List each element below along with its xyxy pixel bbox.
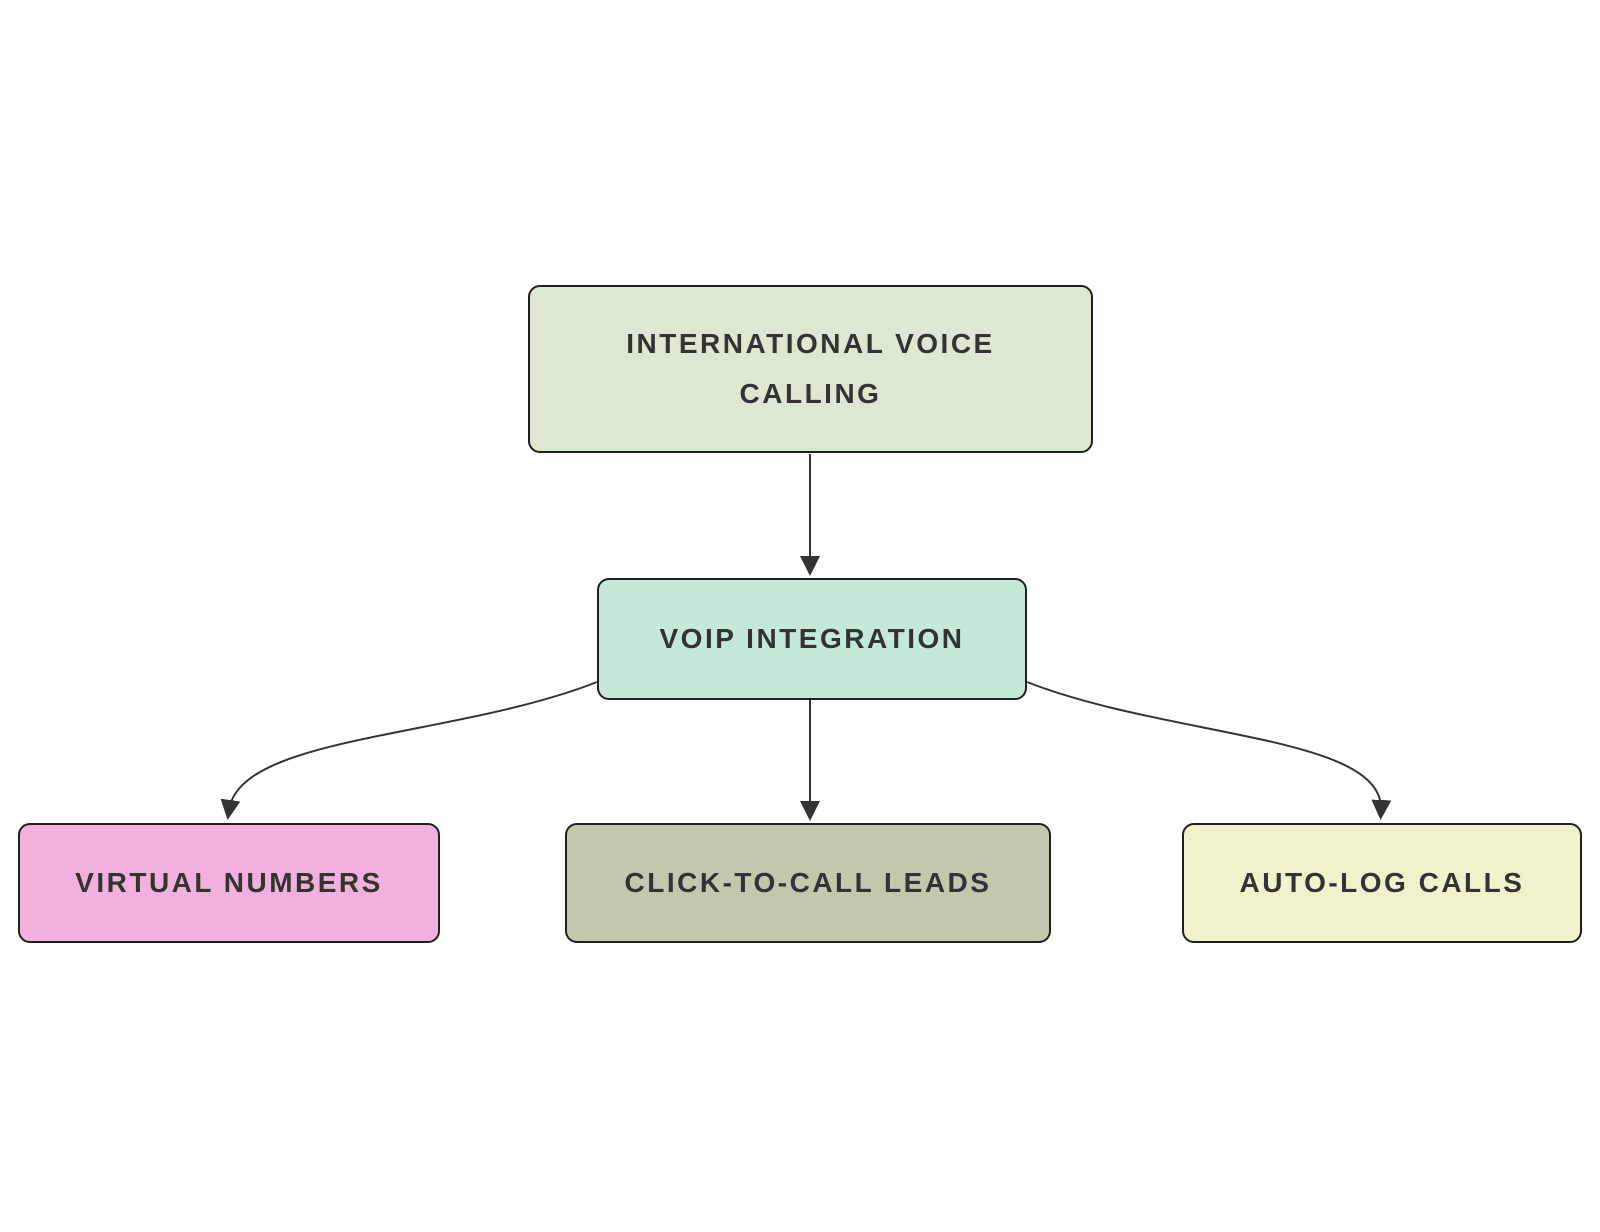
node-voip-integration-label: VOIP INTEGRATION xyxy=(659,623,965,654)
node-international-voice-calling-label: INTERNATIONAL VOICE CALLING xyxy=(626,328,995,409)
node-international-voice-calling: INTERNATIONAL VOICE CALLING xyxy=(528,285,1093,453)
node-virtual-numbers-label: VIRTUAL NUMBERS xyxy=(75,867,383,898)
node-auto-log-calls: AUTO-LOG CALLS xyxy=(1182,823,1582,943)
node-click-to-call-leads: CLICK-TO-CALL LEADS xyxy=(565,823,1051,943)
edge-voip-integration-to-auto-log-calls xyxy=(1026,681,1392,820)
node-virtual-numbers: VIRTUAL NUMBERS xyxy=(18,823,440,943)
edge-voip-integration-to-virtual-numbers xyxy=(220,681,598,820)
node-click-to-call-leads-label: CLICK-TO-CALL LEADS xyxy=(624,867,992,898)
node-voip-integration: VOIP INTEGRATION xyxy=(597,578,1027,700)
node-auto-log-calls-label: AUTO-LOG CALLS xyxy=(1239,867,1525,898)
